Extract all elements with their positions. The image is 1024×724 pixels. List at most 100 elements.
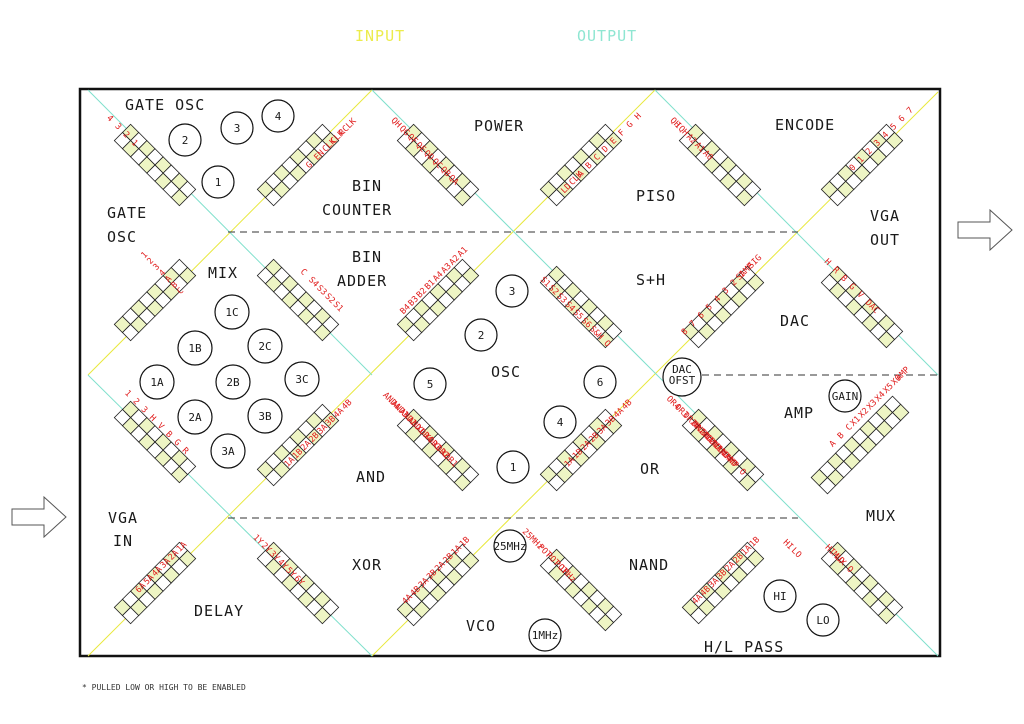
pin-label: 4 — [880, 130, 891, 141]
pin-label: R — [830, 265, 841, 276]
board-frame — [78, 87, 942, 658]
knob-label-mix-3b: 3B — [258, 410, 272, 423]
pin-label: R — [180, 446, 191, 457]
knob-mix-2a — [177, 399, 213, 435]
knob-label-hi: HI — [773, 590, 786, 603]
label-delay: DELAY — [194, 602, 244, 620]
knob-label-gate-4: 4 — [275, 110, 282, 123]
label-dac: DAC — [780, 312, 810, 330]
strip-gate-right — [256, 123, 340, 207]
knob-mix-2c — [247, 328, 283, 364]
label-vga-in-2: IN — [113, 532, 133, 550]
pin-pad — [604, 131, 623, 150]
pin-pad — [170, 188, 189, 207]
knob-osc-1 — [496, 450, 530, 484]
knob-gate-2 — [168, 123, 202, 157]
knob-label-dac-ofst-1: DAC — [672, 363, 692, 376]
pin-label: G — [625, 120, 636, 131]
pin-label: 2 — [729, 278, 740, 289]
input-arrow-icon — [11, 495, 67, 539]
knob-mix-3a — [210, 433, 246, 469]
pin-label: 8 — [680, 327, 691, 338]
pin-pad — [321, 411, 340, 430]
pin-pad — [453, 473, 472, 492]
pin-pad — [877, 330, 896, 349]
pin-label: H — [633, 111, 644, 122]
legend-input: INPUT — [355, 27, 405, 45]
pin-pad — [604, 416, 623, 435]
dashed-separators — [228, 231, 938, 519]
label-osc: OSC — [491, 363, 521, 381]
pin-label: C — [175, 286, 186, 297]
knob-dac-ofst — [662, 357, 702, 397]
label-sh: S+H — [636, 271, 666, 289]
pin-pad — [885, 131, 904, 150]
knob-label-gain: GAIN — [832, 390, 859, 403]
label-bin-adder-2: ADDER — [337, 272, 387, 290]
strip-or-left — [539, 408, 623, 492]
pin-label: A — [163, 274, 174, 285]
label-vga-in-1: VGA — [108, 509, 138, 527]
pin-label: 6 — [696, 310, 707, 321]
pin-label: B — [838, 273, 849, 284]
knob-label-osc-6: 6 — [597, 376, 604, 389]
knob-label-osc-4: 4 — [557, 416, 564, 429]
pin-label: 3 — [721, 286, 732, 297]
pin-pad — [170, 465, 189, 484]
pin-pad — [891, 403, 910, 422]
label-or: OR — [640, 460, 660, 478]
pin-label: B — [584, 161, 595, 172]
pin-pad — [738, 473, 757, 492]
pin-label: A — [828, 439, 839, 450]
knob-label-osc-5: 5 — [427, 378, 434, 391]
strip-encode — [820, 123, 904, 207]
pin-pad — [877, 606, 896, 625]
label-piso: PISO — [636, 187, 676, 205]
pin-label: 2 — [121, 130, 132, 141]
label-gate-left-1: GATE — [107, 204, 147, 222]
pin-label: C — [592, 152, 603, 163]
pin-label: 5 — [704, 302, 715, 313]
strip-and-right — [396, 408, 480, 492]
pin-label: 1 — [737, 269, 748, 280]
knob-mix-3c — [284, 361, 320, 397]
pin-pad — [178, 549, 197, 568]
pin-label: 3 — [112, 122, 123, 133]
strip-mux — [810, 395, 910, 495]
knob-osc-4 — [543, 405, 577, 439]
strip-dac-left — [681, 265, 765, 349]
knob-lo — [806, 603, 840, 637]
pin-label: 1 — [139, 250, 150, 261]
pin-label: B — [163, 429, 174, 440]
pin-pad — [746, 549, 765, 568]
pin-label: 1 — [129, 138, 140, 149]
knob-label-mhz1: 1MHz — [532, 629, 559, 642]
strip-piso — [678, 123, 762, 207]
strip-and-left — [256, 403, 340, 487]
pin-label: G — [304, 160, 315, 171]
strip-hl-pass — [820, 541, 904, 625]
knob-gate-4 — [261, 99, 295, 133]
label-encode: ENCODE — [775, 116, 835, 134]
pin-pad — [461, 551, 480, 570]
knob-label-mix-2b: 2B — [226, 376, 240, 389]
pin-label: 7 — [688, 319, 699, 330]
knob-osc-5 — [413, 367, 447, 401]
knob-label-osc-2: 2 — [478, 329, 485, 342]
legend-output: OUTPUT — [577, 27, 637, 45]
pin-label: 3 — [151, 262, 162, 273]
pin-label: V — [855, 290, 866, 301]
pin-label: F — [617, 128, 628, 139]
knob-mhz1 — [528, 618, 562, 652]
pin-label: D — [600, 144, 611, 155]
pin-pad — [313, 606, 332, 625]
strip-sh — [539, 265, 623, 349]
pin-label: C — [298, 267, 309, 278]
